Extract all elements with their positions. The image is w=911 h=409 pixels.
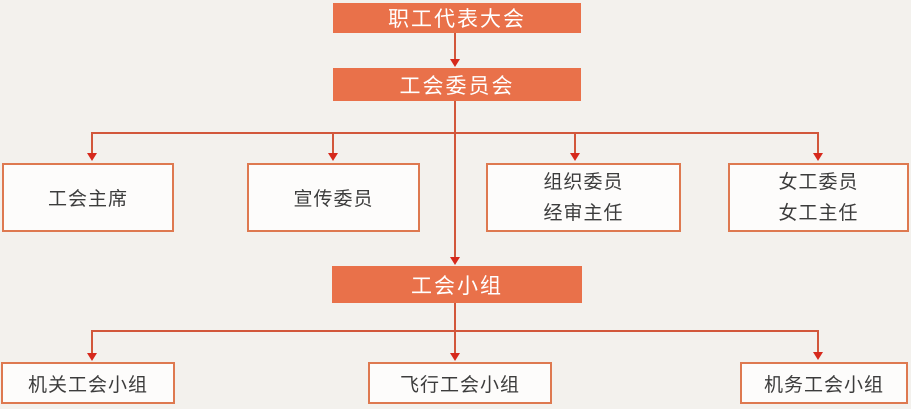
node-committee: 工会委员会 <box>333 68 581 101</box>
arrowhead-women <box>813 153 823 161</box>
arrowhead-group <box>450 257 460 265</box>
node-group: 工会小组 <box>332 266 582 303</box>
arrowhead-office-group <box>87 353 97 361</box>
node-chairman: 工会主席 <box>2 163 174 232</box>
node-organization-line2: 经审主任 <box>543 202 624 224</box>
connector-congress-committee <box>454 33 456 60</box>
node-organization-line1: 组织委员 <box>543 171 624 193</box>
node-women-line1: 女工委员 <box>778 171 859 193</box>
arrowhead-publicity <box>328 153 338 161</box>
connector-committee-group <box>454 101 456 257</box>
connector-drop-office-group <box>91 330 93 353</box>
node-flight-group: 飞行工会小组 <box>368 362 552 404</box>
connector-group-flight <box>454 303 456 353</box>
arrowhead-committee <box>450 59 460 67</box>
node-congress: 职工代表大会 <box>333 3 581 33</box>
arrowhead-flight-group <box>450 353 460 361</box>
connector-drop-women <box>817 132 819 153</box>
arrowhead-organization <box>570 153 580 161</box>
connector-drop-organization <box>574 132 576 153</box>
arrowhead-maintenance-group <box>813 352 823 360</box>
node-women-line2: 女工主任 <box>778 202 859 224</box>
node-office-group: 机关工会小组 <box>1 362 175 404</box>
node-women: 女工委员 女工主任 <box>728 163 909 232</box>
connector-level5-rail <box>92 330 819 332</box>
connector-drop-publicity <box>332 132 334 153</box>
arrowhead-chairman <box>87 153 97 161</box>
connector-level3-rail <box>92 132 819 134</box>
node-publicity: 宣传委员 <box>247 163 420 232</box>
connector-drop-maintenance-group <box>817 330 819 352</box>
connector-drop-chairman <box>91 132 93 153</box>
node-maintenance-group: 机务工会小组 <box>740 362 908 404</box>
node-organization: 组织委员 经审主任 <box>486 163 681 232</box>
